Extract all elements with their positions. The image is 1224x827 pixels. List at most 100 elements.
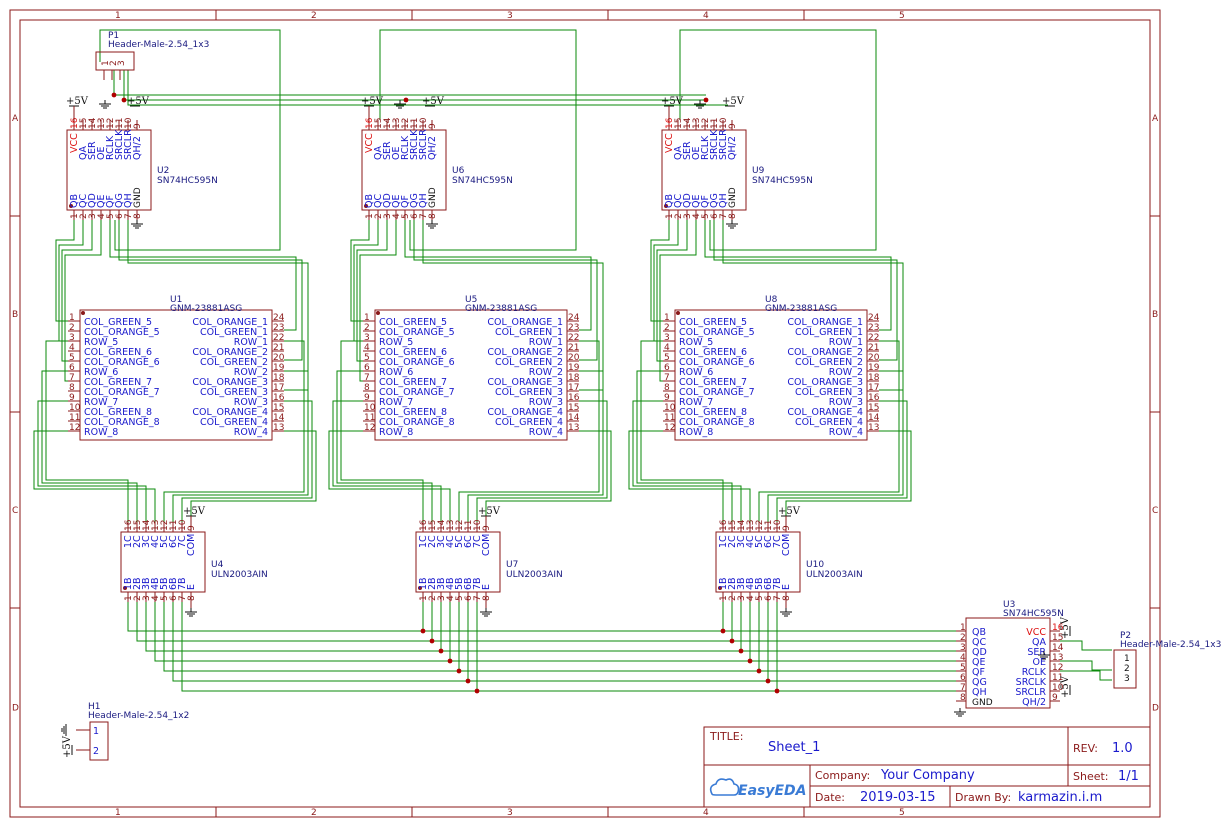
- junction-dot: [429, 638, 435, 644]
- pin-name: OE: [96, 147, 107, 160]
- pin-name: 7B: [472, 577, 483, 590]
- junction-dot: [121, 97, 127, 103]
- pin-number: 21: [568, 343, 579, 353]
- pin-number: 1: [101, 60, 111, 66]
- pin-name: QA: [673, 146, 684, 160]
- wire: [41, 370, 138, 522]
- pin-name: 4B: [150, 577, 161, 590]
- wire: [356, 220, 388, 362]
- wire: [118, 220, 303, 361]
- pin-number: 11: [464, 520, 474, 531]
- wire: [64, 220, 102, 382]
- pin-number: 9: [364, 393, 370, 403]
- pin-number: 16: [70, 117, 80, 129]
- pin-number: 23: [868, 323, 879, 333]
- pin-name: 5C: [754, 535, 765, 548]
- pin-number: 15: [273, 403, 284, 413]
- pin-number: 3: [437, 595, 447, 601]
- wire: [127, 220, 309, 391]
- pin-name: COL_ORANGE_4: [787, 407, 863, 418]
- pin-number: 7: [124, 213, 134, 219]
- pin-name: 2C: [132, 535, 143, 548]
- ref-designator: P2: [1120, 631, 1131, 641]
- pin-number: 24: [568, 313, 580, 323]
- wire: [656, 220, 688, 362]
- junction-dot: [729, 638, 735, 644]
- pin-number: 3: [383, 213, 393, 219]
- pin-number: 19: [868, 363, 880, 373]
- pin-name: 1C: [123, 535, 134, 548]
- pin-number: 1: [1124, 654, 1130, 664]
- pin-number: 6: [115, 213, 125, 219]
- wire: [336, 370, 433, 522]
- pin-number: 10: [364, 403, 376, 413]
- logo-text: EasyEDA: [738, 783, 807, 799]
- pin-name: COL_ORANGE_6: [84, 357, 160, 368]
- chip-body: [715, 531, 801, 593]
- pin-number: 3: [364, 333, 370, 343]
- pin-number: 6: [764, 595, 774, 601]
- chip-body: [66, 129, 152, 211]
- pin-name: SRCLR: [418, 129, 429, 160]
- power-label: +5V: [127, 96, 150, 107]
- pin-number: 2: [69, 323, 75, 333]
- pin-number: 2: [428, 595, 438, 601]
- wire: [713, 220, 898, 361]
- pin-name: QB: [664, 194, 675, 208]
- chip-body: [120, 531, 206, 593]
- pin-name: COL_ORANGE_5: [379, 327, 455, 338]
- pin-name: COL_ORANGE_7: [84, 387, 160, 398]
- pin-name: COL_GREEN_6: [84, 347, 152, 358]
- sheet-frame-outer: [9, 9, 1161, 818]
- pin-name: GND: [133, 187, 143, 208]
- pin-number: 12: [455, 520, 465, 531]
- junction-dot: [756, 668, 762, 674]
- wire: [113, 70, 706, 96]
- pin-number: 11: [169, 520, 179, 531]
- junction-dot: [765, 678, 771, 684]
- part-value: ULN2003AIN: [506, 570, 563, 580]
- wire: [45, 340, 129, 522]
- pin-number: 5: [455, 595, 465, 601]
- wire: [163, 340, 305, 522]
- pin-name: E: [481, 584, 492, 590]
- title-block: TITLE: Sheet_1 REV: 1.0 Company: Your Co…: [703, 726, 1151, 808]
- pin-number: 5: [701, 213, 711, 219]
- pin-name: VCC: [1026, 627, 1046, 638]
- pin-number: 12: [106, 118, 116, 129]
- junction-dot: [703, 97, 709, 103]
- chip-body: [415, 531, 501, 593]
- pin-number: 2: [674, 213, 684, 219]
- pin-name: 4C: [745, 535, 756, 548]
- pin-number: 23: [273, 323, 284, 333]
- pin-number: 1: [419, 595, 429, 601]
- pin-name: 5B: [159, 577, 170, 590]
- power-label: +5V: [478, 506, 501, 517]
- pin-name: COL_GREEN_6: [679, 347, 747, 358]
- pin-number: 15: [868, 403, 879, 413]
- wire: [476, 400, 608, 522]
- pin-name: ROW_1: [234, 337, 268, 348]
- driver-U4: 161C11B152C22B143C33B134C44B125C55B116C6…: [120, 506, 268, 617]
- wire: [359, 220, 397, 382]
- zone-label-top: 3: [507, 11, 513, 21]
- pin-name: QC: [78, 194, 89, 208]
- pin-name: QA: [1032, 637, 1046, 648]
- pin-number: 2: [109, 60, 119, 66]
- pin-number: 10: [419, 117, 429, 129]
- pin-number: 4: [69, 343, 75, 353]
- pin-number: 11: [364, 413, 375, 423]
- pin-number: 4: [392, 213, 402, 219]
- pin-number: 4: [97, 213, 107, 219]
- zone-label-top: 1: [115, 11, 121, 21]
- pin-name: 6C: [168, 535, 179, 548]
- pin-number: 3: [664, 333, 670, 343]
- part-value: GNM-23881ASG: [465, 304, 537, 314]
- wire: [722, 220, 904, 391]
- company-label: Company:: [815, 769, 870, 782]
- junction-dot: [747, 658, 753, 664]
- components: 16VCC1QB15QA2QC14SER3QD13OE4QE12RCLK5QF1…: [61, 31, 1221, 761]
- pin-name: GND: [428, 187, 438, 208]
- chip-body: [79, 309, 273, 441]
- pin-number: 18: [568, 373, 580, 383]
